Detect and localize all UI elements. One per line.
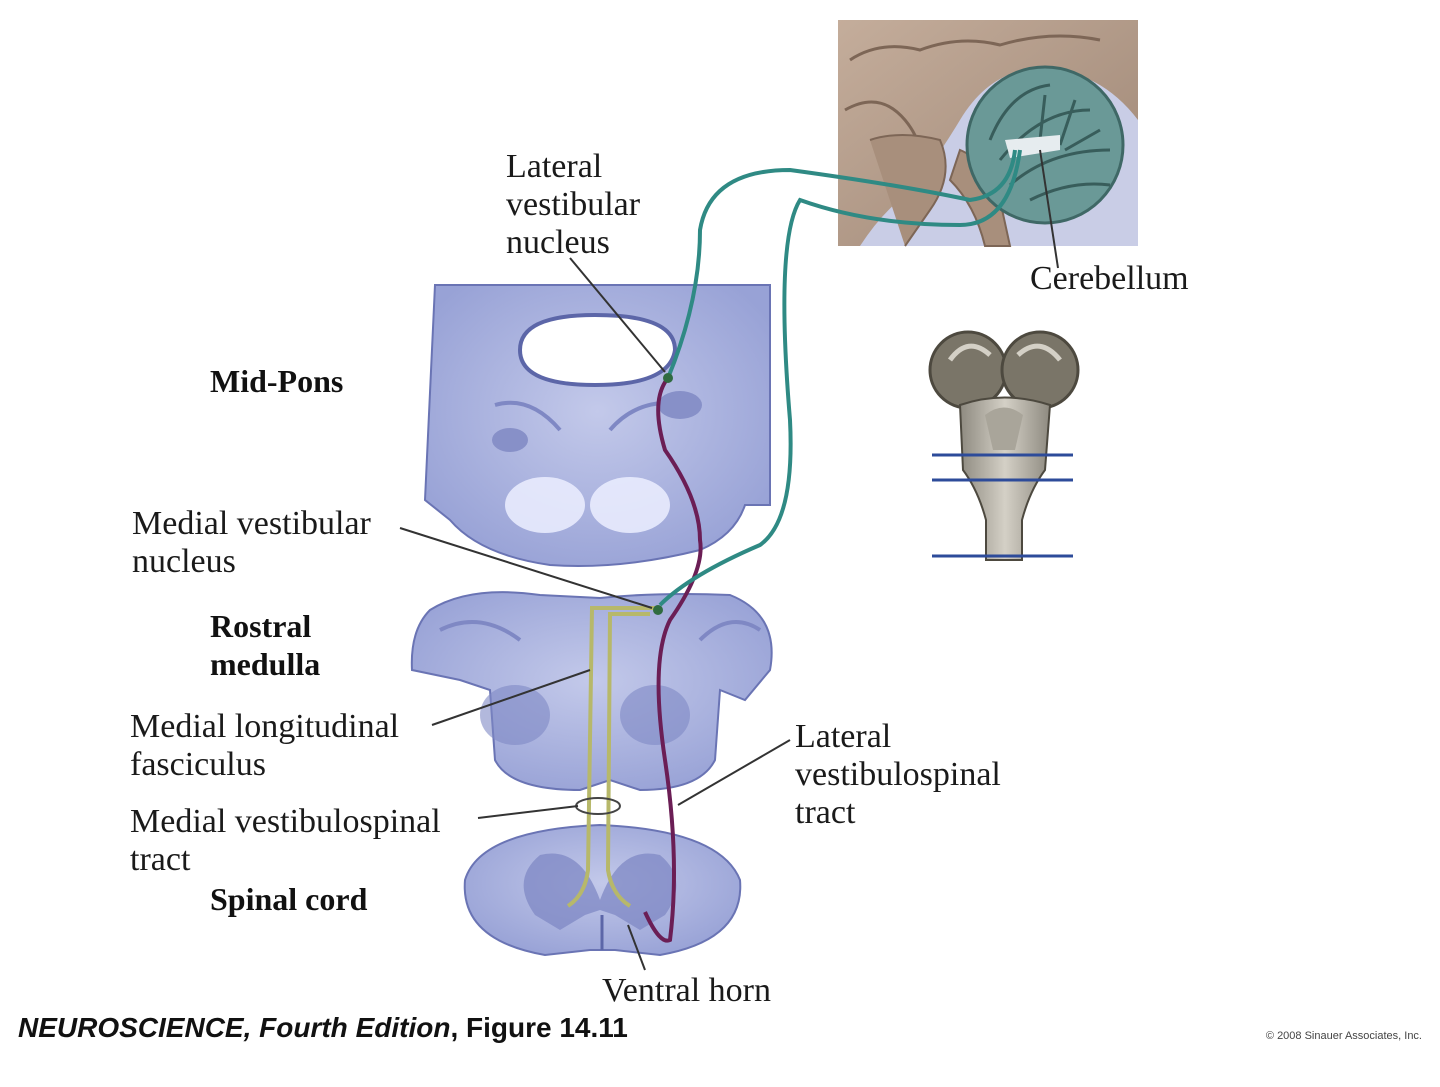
cerebellum-shape (965, 65, 1125, 225)
label-ventral-horn: Ventral horn (602, 972, 772, 1009)
caption-edition: , Fourth Edition (243, 1012, 451, 1043)
caption-figure-number: , Figure 14.11 (450, 1012, 628, 1043)
label-mid-pons: Mid-Pons (210, 363, 344, 399)
label-medial-vestibular-nucleus: Medial vestibular nucleus (132, 505, 371, 580)
label-lateral-vestibulospinal-tract: Lateral vestibulospinal tract (795, 718, 1001, 831)
label-spinal-cord: Spinal cord (210, 881, 368, 917)
label-rostral-medulla: Rostral medulla (210, 608, 321, 682)
label-lateral-vestibular-nucleus: Lateral vestibular nucleus (506, 148, 641, 261)
medial-vestibulospinal-tract-line-2 (605, 612, 650, 908)
figure-caption: NEUROSCIENCE, Fourth Edition, Figure 14.… (18, 1012, 628, 1044)
spinal-cord-section (463, 823, 742, 957)
cerebellar-fiber-to-medial-nucleus (658, 149, 1022, 607)
lateral-vestibulospinal-tract-line (643, 376, 703, 943)
lateral-vestibular-nucleus-dot (663, 373, 673, 383)
mid-pons-section (423, 284, 771, 567)
dorsal-brainstem-inset (928, 330, 1080, 561)
label-medial-vestibulospinal-tract: Medial vestibulospinal tract (130, 803, 441, 878)
copyright-notice: © 2008 Sinauer Associates, Inc. (1265, 1030, 1422, 1042)
cerebellar-fiber-to-lateral-nucleus (666, 149, 1017, 379)
tract-ring (575, 797, 621, 815)
medial-vestibular-nucleus-dot (653, 605, 663, 615)
label-medial-longitudinal-fasciculus: Medial longitudinal fasciculus (130, 708, 400, 783)
medial-vestibulospinal-tract-line (566, 606, 658, 908)
label-cerebellum: Cerebellum (1030, 260, 1189, 297)
leader-lines (399, 149, 1059, 971)
caption-book-title: NEUROSCIENCE (18, 1012, 244, 1043)
